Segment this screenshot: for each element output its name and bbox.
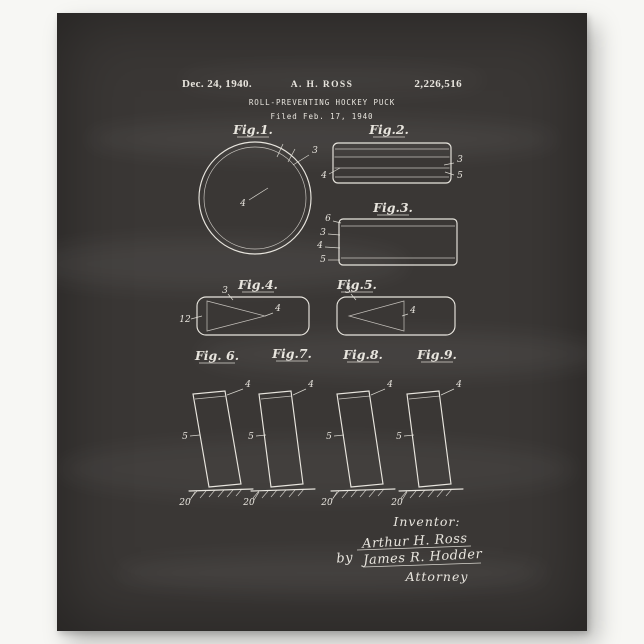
fig8-ref-4: 4 xyxy=(386,380,393,390)
fig2-ref-4: 4 xyxy=(320,171,327,181)
fig4-ref-3: 3 xyxy=(222,286,228,296)
patent-author: A. H. ROSS xyxy=(291,80,354,90)
fig4-ref-4: 4 xyxy=(274,304,281,314)
fig5-ref-3: 3 xyxy=(345,286,351,296)
by-label: by xyxy=(336,550,354,566)
chalk-smudge xyxy=(197,331,587,377)
fig5-ref-4: 4 xyxy=(409,306,416,316)
fig9-ref-4: 4 xyxy=(455,380,462,390)
inventor-signature: Arthur H. Ross xyxy=(361,531,468,552)
fig9-ref-20: 20 xyxy=(390,498,403,508)
inventor-caption: Inventor: xyxy=(392,514,460,529)
fig4-ref-12: 12 xyxy=(179,315,191,325)
fig3-drawing: Fig.3. 6 3 4 5 xyxy=(316,200,458,266)
fig6-ref-20: 20 xyxy=(178,498,191,508)
fig3-ref-4: 4 xyxy=(316,241,323,251)
fig5-label: Fig.5. xyxy=(336,277,377,292)
fig6-ref-4: 4 xyxy=(244,380,251,390)
chalk-smudge xyxy=(117,553,547,593)
fig4-drawing: Fig.4. 12 3 4 xyxy=(179,277,310,336)
fig2-label: Fig.2. xyxy=(368,122,409,137)
patent-date: Dec. 24, 1940. xyxy=(182,78,252,90)
patent-title: ROLL-PREVENTING HOCKEY PUCK xyxy=(249,98,395,107)
fig9-drawing: Fig.9. 4 5 20 xyxy=(390,347,464,508)
fig7-ref-20: 20 xyxy=(242,498,255,508)
fig7-ref-4: 4 xyxy=(307,380,314,390)
fig2-drawing: Fig.2. 4 3 5 xyxy=(320,122,463,184)
patent-header: Dec. 24, 1940. A. H. ROSS 2,226,516 ROLL… xyxy=(182,78,462,121)
fig7-label: Fig.7. xyxy=(271,346,312,361)
patent-filed-date: Filed Feb. 17, 1940 xyxy=(271,112,374,121)
attorney-caption: Attorney xyxy=(405,569,469,584)
fig8-ref-5: 5 xyxy=(326,432,332,442)
fig1-ref-4: 4 xyxy=(239,199,246,209)
fig7-drawing: Fig.7. 4 5 20 xyxy=(242,346,316,508)
fig3-label: Fig.3. xyxy=(372,200,413,215)
fig6-label: Fig. 6. xyxy=(194,348,239,363)
fig3-ref-3: 3 xyxy=(320,228,326,238)
fig2-ref-3: 3 xyxy=(457,155,463,165)
fig3-ref-5: 5 xyxy=(320,255,326,265)
fig8-ref-20: 20 xyxy=(320,498,333,508)
patent-chalkboard-poster: Dec. 24, 1940. A. H. ROSS 2,226,516 ROLL… xyxy=(57,13,587,631)
signature-block: Inventor: Arthur H. Ross by James R. Hod… xyxy=(336,514,483,584)
chalk-smudge xyxy=(177,65,487,95)
fig8-label: Fig.8. xyxy=(342,347,383,362)
fig3-ref-6: 6 xyxy=(325,214,331,224)
fig1-ref-3: 3 xyxy=(312,146,318,156)
fig2-ref-5: 5 xyxy=(457,171,463,181)
fig1-label: Fig.1. xyxy=(232,122,273,137)
fig1-drawing: Fig.1. 3 4 xyxy=(198,122,318,255)
patent-drawing: Dec. 24, 1940. A. H. ROSS 2,226,516 ROLL… xyxy=(178,78,483,584)
fig9-label: Fig.9. xyxy=(416,347,457,362)
fig4-label: Fig.4. xyxy=(237,277,278,292)
patent-number: 2,226,516 xyxy=(414,78,462,90)
fig5-drawing: Fig.5. 3 4 xyxy=(336,277,456,336)
attorney-signature: James R. Hodder xyxy=(360,547,483,568)
chalk-smudge xyxy=(57,438,577,500)
fig6-drawing: Fig. 6. 4 5 20 xyxy=(178,348,254,508)
fig7-ref-5: 5 xyxy=(248,432,254,442)
chalk-smudge xyxy=(57,238,407,290)
fig9-ref-5: 5 xyxy=(396,432,402,442)
chalk-smudge xyxy=(87,118,557,160)
fig8-drawing: Fig.8. 4 5 20 xyxy=(320,347,396,508)
fig6-ref-5: 5 xyxy=(182,432,188,442)
